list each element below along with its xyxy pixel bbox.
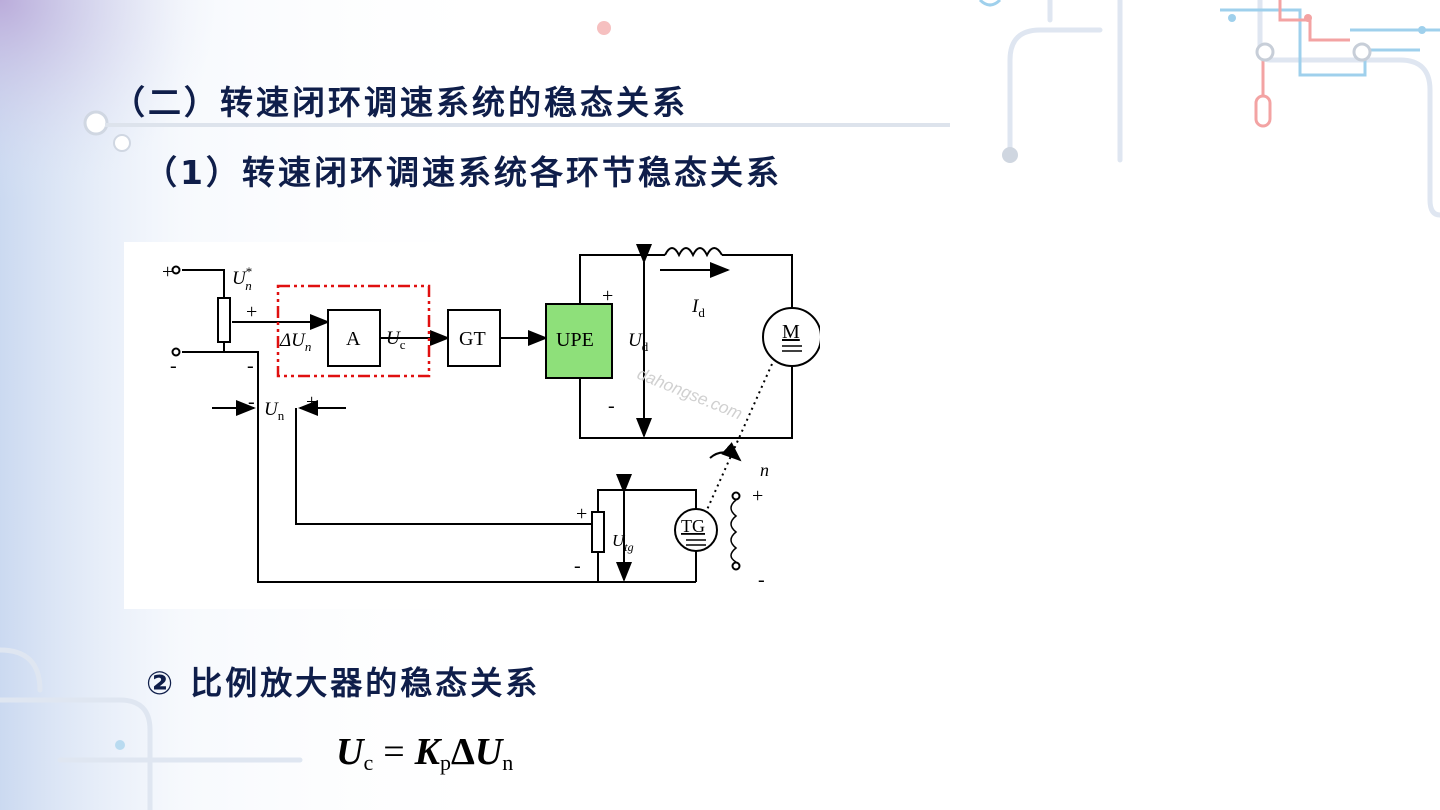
plus-comparator-right: + [306,391,317,413]
armature-inductor [664,247,723,258]
section-subtitle: （1）转速闭环调速系统各环节稳态关系 [144,153,782,192]
ref-top-wire [182,269,225,298]
minus-tg-field: - [758,569,765,591]
ref-potentiometer [217,297,231,343]
minus-comparator-left: - [248,391,255,413]
tg-field-winding [730,499,738,563]
upe-block [545,303,613,379]
plus-upe-top: + [602,285,613,307]
minus-comparator-top: - [247,355,254,377]
formula-delta: Δ [451,731,475,773]
minus-upe-bottom: - [608,395,615,417]
tacho-voltage-label: Utg [612,531,634,554]
gt-block [447,309,501,367]
watermark-text: dahongse.com [635,364,746,423]
ref-voltage-label: U*n [232,264,252,293]
formula-lhs-sub: c [363,750,374,775]
speed-label: n [760,460,769,480]
error-voltage-label: ΔUn [279,330,311,354]
gt-label: GT [459,328,486,350]
tacho-top-wire [597,489,697,512]
amplifier-block [327,309,381,367]
amplifier-label: A [346,328,361,350]
ref-top-terminal [171,265,181,275]
tg-field-top-terminal [731,491,741,501]
ref-bottom-terminal [171,347,181,357]
motor-symbol [762,307,820,367]
plus-tg-field: + [752,485,763,507]
rotation-arrow [709,442,742,462]
tg-label: TG [681,516,705,536]
motor-label: M [782,321,800,343]
amplifier-formula: Uc=KpΔUn [336,730,513,776]
plus-ref-top: + [162,261,173,283]
item-heading: ② 比例放大器的稳态关系 [146,664,541,702]
upe-top-wire [579,254,665,306]
armature-voltage-label: Ud [628,330,649,354]
feedback-wire [295,408,598,525]
motor-return-wire [579,366,793,439]
feedback-voltage-label: Un [264,399,285,423]
tachogenerator-symbol [674,508,718,552]
tacho-resistor [591,511,605,553]
formula-gain: K [414,731,441,773]
minus-tacho-res: - [574,555,581,577]
speed-control-circuit-diagram: dahongse.com A GT UPE M TG U*n ΔUn Uc Ud… [124,242,820,609]
slide-title: （二）转速闭环调速系统的稳态关系 [112,83,688,122]
formula-rhs-sub: n [502,750,514,775]
inductor-to-motor-wire [722,254,793,308]
tg-field-bottom-terminal [731,561,741,571]
formula-rhs: U [474,731,503,773]
minus-ref-bottom: - [170,355,177,377]
formula-gain-sub: p [440,750,452,775]
plus-tacho-res: + [576,503,587,525]
ref-bottom-wire [182,351,696,583]
upe-label: UPE [556,329,594,351]
formula-equals: = [383,731,405,773]
control-voltage-label: Uc [386,328,406,352]
plus-wiper: + [246,301,257,323]
formula-lhs: U [336,731,364,773]
armature-current-label: Id [691,296,705,320]
amplifier-highlight-box [276,284,431,378]
